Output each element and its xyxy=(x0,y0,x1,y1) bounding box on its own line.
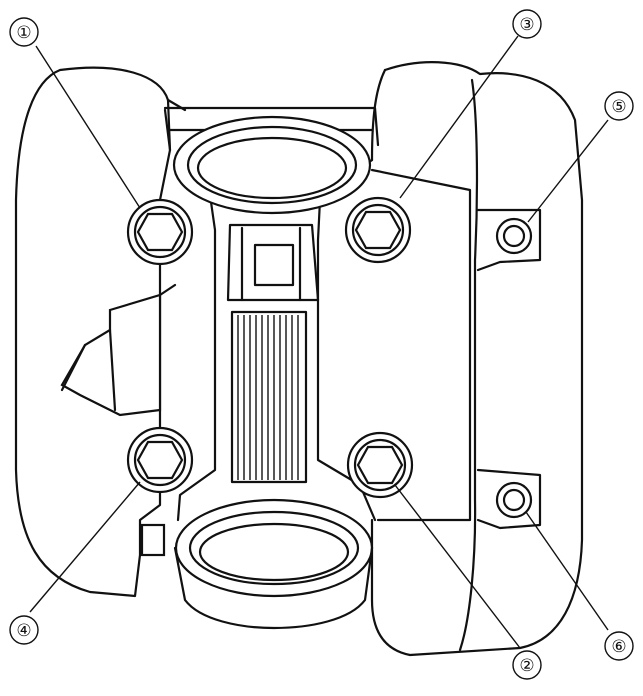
leader-2 xyxy=(394,484,521,649)
clip-window xyxy=(253,243,295,287)
bottom-flange xyxy=(173,546,374,630)
callout-2-label: ② xyxy=(519,656,534,676)
pad-lines xyxy=(230,310,308,484)
left-housing xyxy=(14,66,172,598)
bottom-piston-bore-mid xyxy=(188,510,360,586)
mount-ear-lower xyxy=(476,468,542,530)
retainer-clip xyxy=(226,223,320,302)
top-piston-bore-inner xyxy=(196,136,348,200)
callout-5-label: ⑤ xyxy=(611,97,626,117)
leader-4 xyxy=(29,481,141,613)
top-piston-bore-mid xyxy=(186,125,358,205)
callout-6: ⑥ xyxy=(604,631,634,661)
top-piston-bore-outer xyxy=(172,115,372,215)
inner-frame xyxy=(370,168,472,522)
callout-3-label: ③ xyxy=(519,15,534,35)
bottom-left-block xyxy=(140,523,166,557)
mount-ear-upper xyxy=(476,208,542,272)
bolt-lower-right xyxy=(346,431,414,499)
bleed-fitting-detail xyxy=(60,283,177,412)
bottom-piston-bore-outer xyxy=(174,498,374,598)
right-housing xyxy=(370,61,584,657)
leader-1 xyxy=(35,45,141,209)
clip-tab xyxy=(240,226,302,302)
bottom-piston-bore-inner xyxy=(198,522,350,582)
callout-3: ③ xyxy=(512,9,542,39)
bolt-lower-left xyxy=(126,426,194,494)
bolt-upper-left xyxy=(126,198,194,266)
right-housing-inner xyxy=(370,68,479,652)
callout-6-label: ⑥ xyxy=(611,637,626,657)
callout-1-label: ① xyxy=(16,23,31,43)
mount-hole-upper xyxy=(495,217,533,255)
leader-5 xyxy=(527,119,609,223)
callout-2: ② xyxy=(512,650,542,680)
leader-6 xyxy=(525,511,609,631)
callout-1: ① xyxy=(9,17,39,47)
mount-hole-lower xyxy=(495,481,533,519)
callout-4-label: ④ xyxy=(16,621,31,641)
leader-3 xyxy=(399,35,519,199)
callout-5: ⑤ xyxy=(604,91,634,121)
callout-4: ④ xyxy=(9,615,39,645)
bolt-upper-right xyxy=(344,196,412,264)
